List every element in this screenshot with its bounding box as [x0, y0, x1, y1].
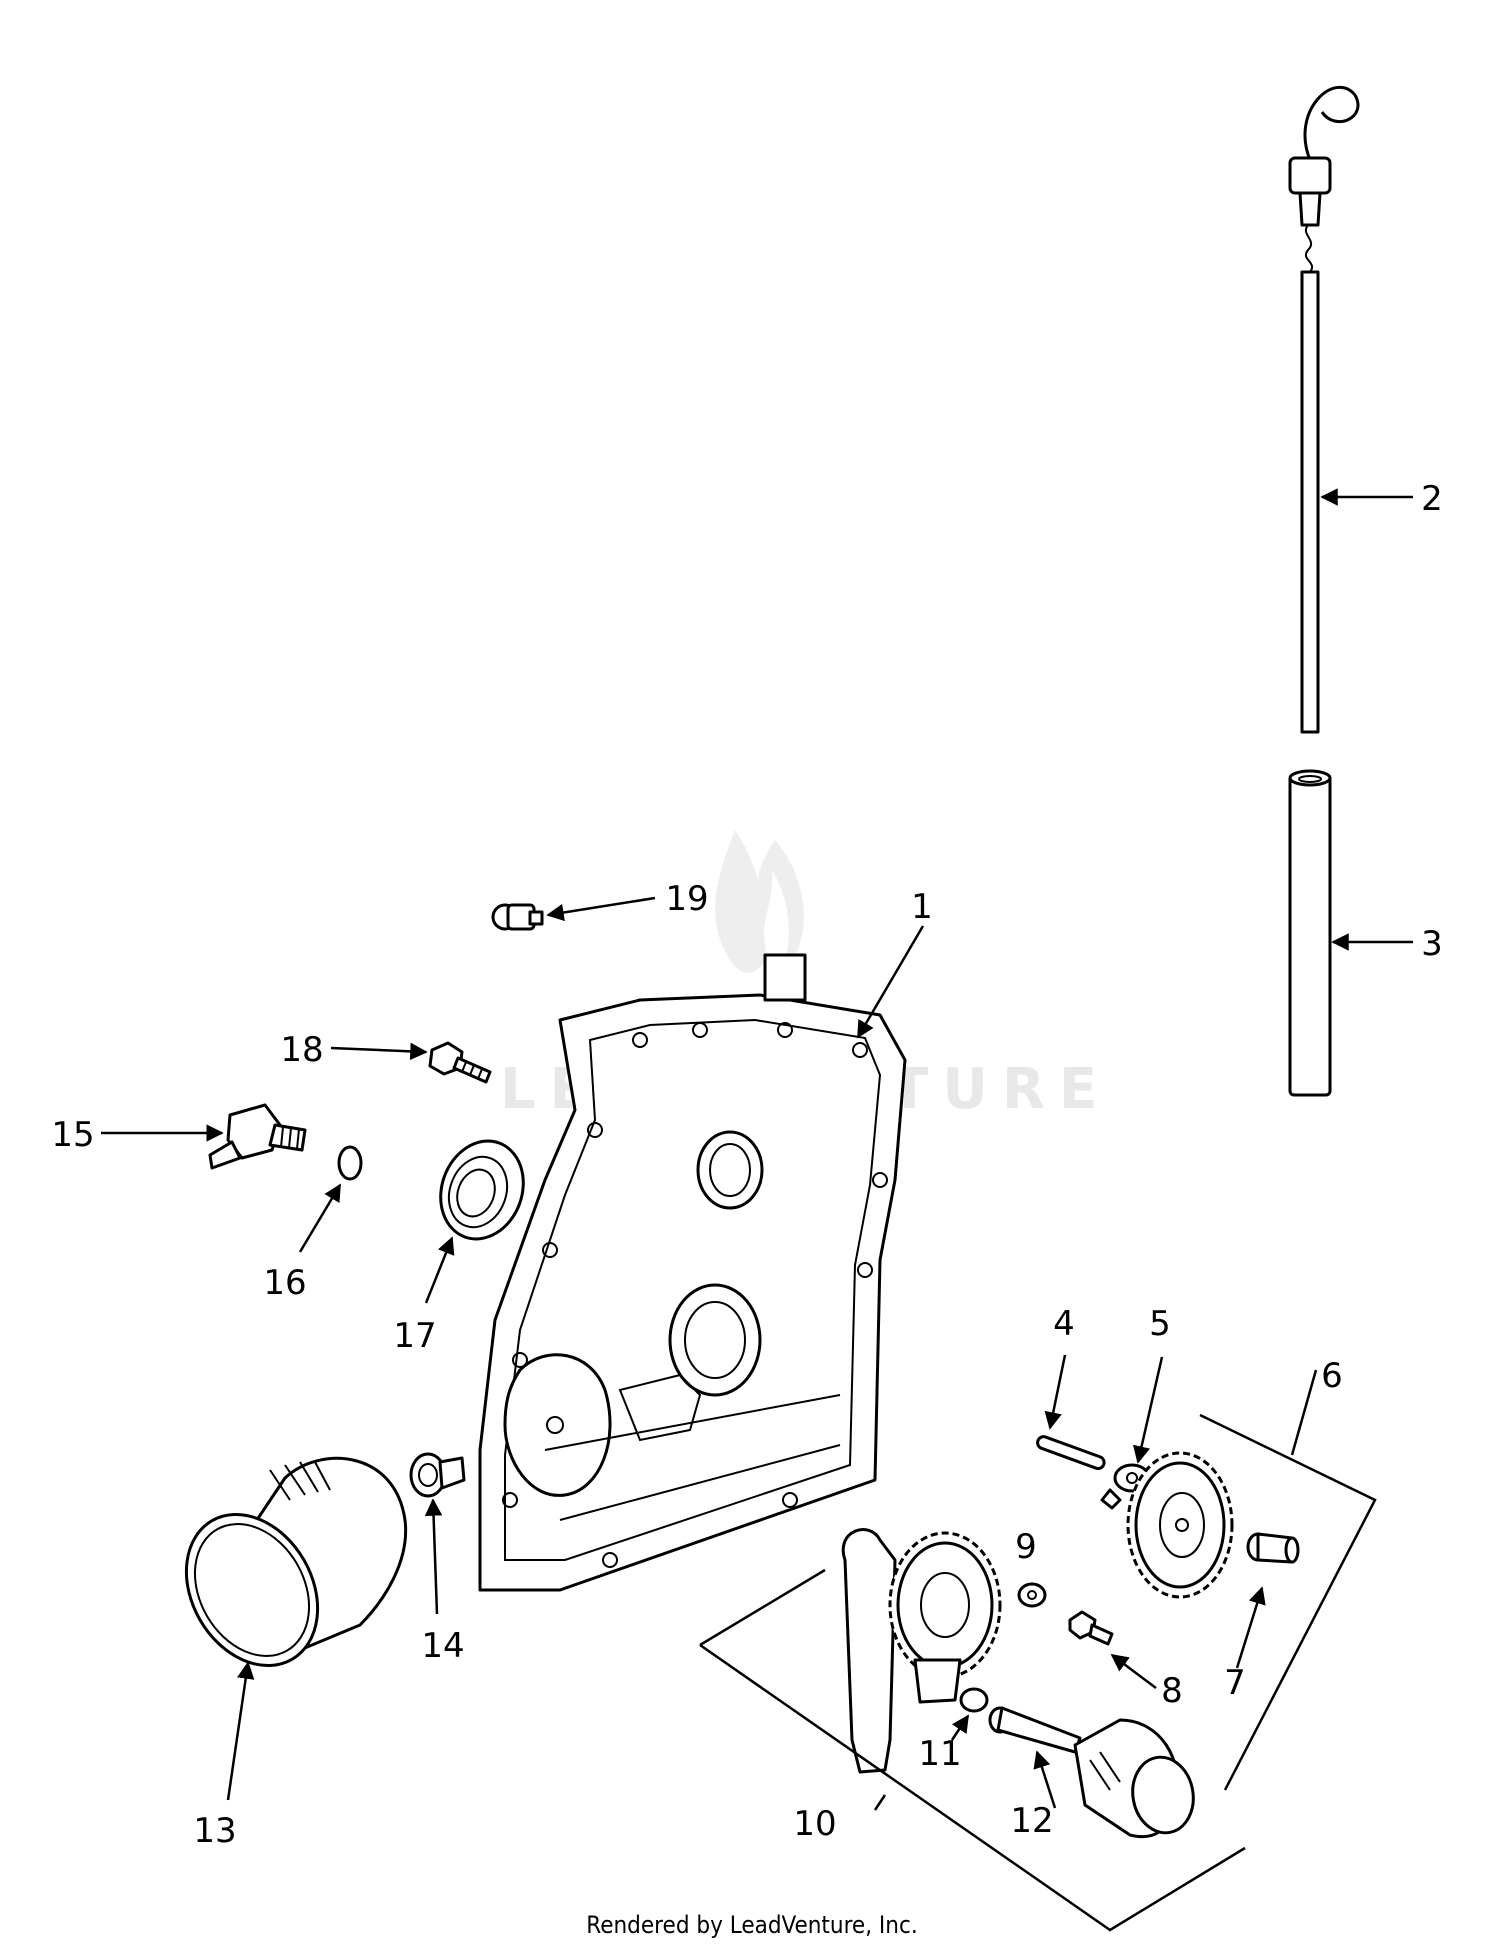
callout-16: 16	[263, 1263, 306, 1303]
callout-2: 2	[1421, 479, 1443, 519]
callout-9: 9	[1015, 1527, 1037, 1567]
callout-6: 6	[1321, 1356, 1343, 1396]
callout-4: 4	[1053, 1304, 1075, 1344]
dipstick	[1288, 85, 1360, 734]
callout-11: 11	[918, 1734, 961, 1774]
o-ring-pickup	[959, 1687, 989, 1713]
dipstick-tube	[1288, 769, 1332, 1097]
callout-15: 15	[51, 1115, 94, 1155]
o-ring-small	[337, 1145, 363, 1181]
callout-13: 13	[193, 1811, 236, 1851]
callout-19: 19	[665, 879, 708, 919]
bolt	[428, 1041, 492, 1084]
callout-10: 10	[793, 1804, 836, 1844]
callout-8: 8	[1161, 1671, 1183, 1711]
pin	[1036, 1435, 1106, 1471]
oil-seal	[439, 1139, 525, 1241]
elbow-fitting	[208, 1103, 307, 1170]
callout-17: 17	[393, 1316, 436, 1356]
callout-18: 18	[280, 1030, 323, 1070]
oil-pickup-screen	[988, 1706, 1195, 1839]
footer-credit: Rendered by LeadVenture, Inc.	[586, 1911, 917, 1939]
callout-5: 5	[1149, 1304, 1171, 1344]
callout-14: 14	[421, 1626, 464, 1666]
oil-pump	[841, 1528, 1002, 1774]
callout-labels: 1 2 3 4 5 6 7 8 9 10 11 12 13 14 15 16 1…	[51, 479, 1442, 1851]
callout-12: 12	[1010, 1801, 1053, 1841]
leader-lines	[101, 488, 1413, 1811]
callout-7: 7	[1224, 1663, 1246, 1703]
washer	[1017, 1582, 1047, 1608]
oil-pressure-switch	[491, 903, 544, 931]
group-bracket-pump	[699, 1568, 1246, 1932]
gear-cover	[478, 953, 907, 1592]
gear-shaft	[1246, 1532, 1300, 1564]
callout-3: 3	[1421, 924, 1443, 964]
callout-1: 1	[911, 887, 933, 927]
oil-filter	[184, 1456, 408, 1667]
screw	[1068, 1610, 1114, 1646]
governor-gear	[1126, 1451, 1234, 1599]
drain-plug	[409, 1452, 466, 1498]
group-bracket-gear	[1199, 1413, 1377, 1791]
